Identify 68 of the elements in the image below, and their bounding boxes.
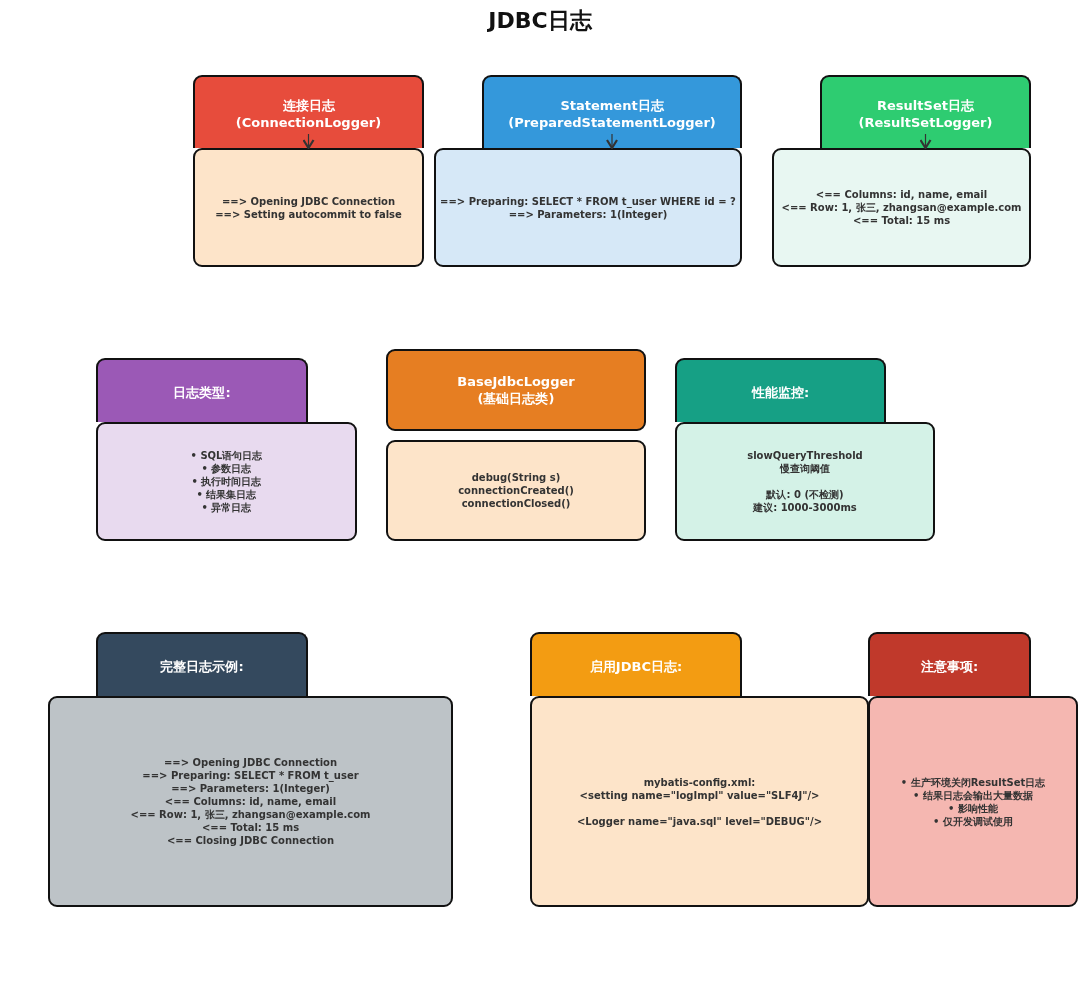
header-text: (PreparedStatementLogger) [508, 114, 716, 131]
header-box [96, 358, 308, 422]
log-line: connectionClosed() [461, 497, 571, 510]
content-box [530, 696, 869, 907]
header-text: 连接日志 [282, 97, 335, 114]
log-line: <== Columns: id, name, email [815, 188, 988, 201]
header-text: (ConnectionLogger) [235, 114, 382, 131]
header-text: 启用JDBC日志: [589, 657, 683, 675]
header-box [96, 632, 308, 696]
log-line: ==> Parameters: 1(Integer) [508, 208, 668, 221]
log-line: <== Row: 1, 张三, zhangsan@example.com [781, 201, 1022, 214]
content-box [868, 696, 1078, 907]
header-text: 注意事项: [920, 657, 979, 675]
header-text: BaseJdbcLogger [457, 373, 575, 390]
log-line: ==> Preparing: SELECT * FROM t_user WHERE id = ? [440, 194, 736, 208]
header-text: 完整日志示例: [160, 657, 244, 675]
content-box [386, 440, 646, 541]
log-line: • 参数日志 [201, 462, 252, 475]
log-line: • 结果日志会输出大量数据 [913, 788, 1033, 802]
arrow [302, 133, 315, 150]
header-box [820, 75, 1031, 148]
content-box [48, 696, 453, 907]
log-line: <Logger name="java.sql" level="DEBUG"/> [576, 814, 823, 828]
log-line: • SQL语句日志 [190, 449, 263, 462]
log-line: ==> Opening JDBC Connection [163, 756, 338, 769]
log-line: <== Columns: id, name, email [164, 795, 337, 808]
content-box [772, 148, 1031, 267]
log-line: • 生产环境关闭ResultSet日志 [900, 775, 1046, 789]
log-line: slowQueryThreshold [747, 449, 863, 462]
log-line: <== Closing JDBC Connection [166, 834, 335, 847]
header-box [868, 632, 1031, 696]
header-box [530, 632, 742, 696]
log-line: <== Total: 15 ms [201, 821, 300, 834]
header-text: (基础日志类) [477, 390, 555, 407]
content-box [193, 148, 424, 267]
log-line: • 异常日志 [201, 501, 252, 514]
header-text: ResultSet日志 [877, 97, 974, 114]
diagram-title: JDBC日志 [486, 7, 593, 35]
log-line: • 结果集日志 [196, 488, 257, 501]
header-box [675, 358, 886, 422]
log-line: connectionCreated() [458, 484, 574, 497]
log-line: 建议: 1000-3000ms [753, 501, 857, 514]
arrow [605, 133, 619, 150]
header-text: 日志类型: [173, 383, 231, 401]
log-line: 慢查询阈值 [780, 462, 830, 475]
log-line: ==> Opening JDBC Connection [221, 194, 396, 208]
header-box [482, 75, 742, 148]
header-text: Statement日志 [560, 97, 664, 114]
log-line: debug(String s) [471, 471, 561, 484]
header-box [193, 75, 424, 148]
log-line: • 影响性能 [948, 801, 998, 815]
header-text: 性能监控: [751, 383, 810, 401]
log-line: • 仅开发调试使用 [933, 814, 1013, 828]
log-line: • 执行时间日志 [191, 475, 262, 488]
header-box [386, 349, 646, 431]
log-line: ==> Setting autocommit to false [215, 207, 402, 221]
log-line: <== Row: 1, 张三, zhangsan@example.com [130, 808, 371, 821]
log-line: <== Total: 15 ms [852, 214, 951, 227]
log-line: 默认: 0 (不检测) [766, 488, 844, 501]
log-line: ==> Parameters: 1(Integer) [171, 782, 330, 795]
content-box [675, 422, 935, 541]
content-box [96, 422, 357, 541]
log-line: ==> Preparing: SELECT * FROM t_user [142, 769, 359, 782]
header-text: (ResultSetLogger) [858, 114, 993, 131]
log-line: <setting name="logImpl" value="SLF4J"/> [579, 788, 820, 802]
log-line: mybatis-config.xml: [643, 775, 756, 789]
arrow [919, 133, 932, 150]
content-box [434, 148, 742, 267]
